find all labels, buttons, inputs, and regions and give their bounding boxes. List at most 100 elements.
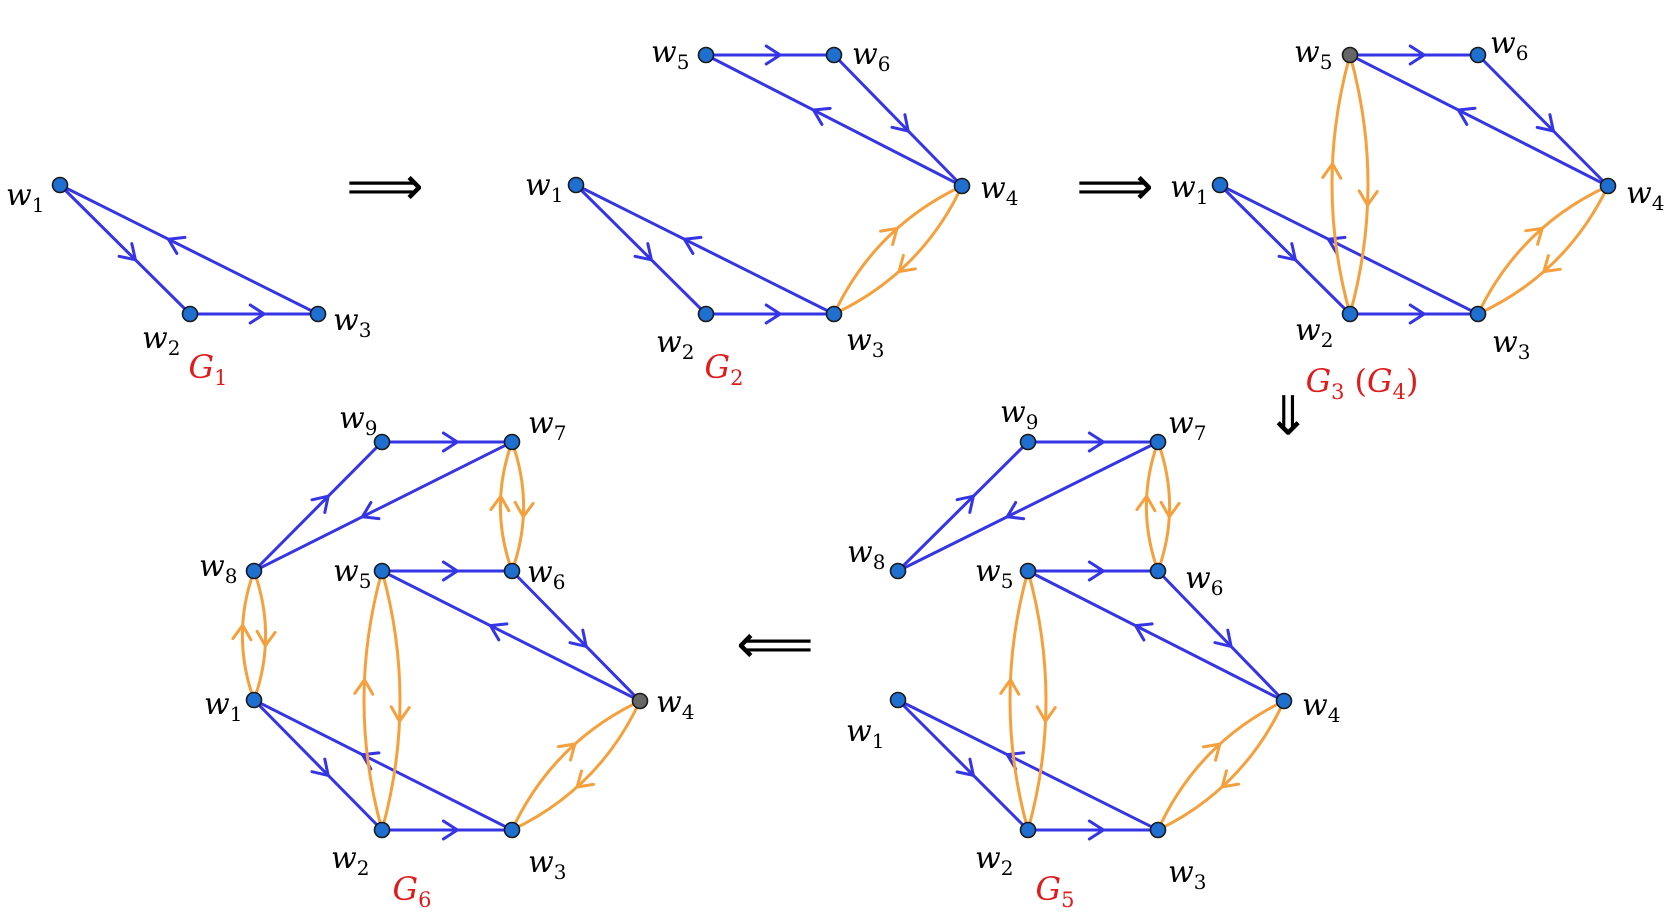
edge-w5-w6-arrow bbox=[1087, 560, 1105, 582]
edge-w7-w6-arrow bbox=[513, 500, 535, 519]
edge-w3-w1-arrow bbox=[166, 235, 187, 255]
node-w3 bbox=[309, 305, 327, 323]
edge-w2-w5 bbox=[1330, 54, 1352, 315]
edge-w2-w5-arrow bbox=[1321, 162, 1343, 180]
edge-w4-w3 bbox=[833, 185, 964, 316]
edge-w6-w7-arrow bbox=[1135, 494, 1157, 513]
transition-arrow-2: ⟹ bbox=[1076, 155, 1153, 218]
graph-title-g5: G5 bbox=[1036, 870, 1075, 912]
node-label-w2: w2 bbox=[142, 321, 180, 360]
node-w1 bbox=[51, 176, 69, 194]
edge-w4-w3 bbox=[1477, 185, 1610, 316]
node-w4 bbox=[1275, 692, 1293, 710]
edge-w1-w2 bbox=[896, 698, 1030, 832]
edge-w5-w2 bbox=[1348, 54, 1370, 315]
edge-w5-w2 bbox=[380, 570, 402, 831]
edge-w3-w4-arrow bbox=[879, 227, 899, 247]
edge-w7-w8 bbox=[897, 440, 1159, 573]
edge-w2-w5 bbox=[362, 570, 384, 831]
edge-w3-w1 bbox=[253, 698, 513, 832]
graph-title-g2: G2 bbox=[705, 348, 744, 390]
node-label-w9: w9 bbox=[1000, 395, 1038, 434]
edge-w8-w9-arrow bbox=[310, 494, 330, 514]
edge-w3-w1-arrow bbox=[1326, 235, 1347, 255]
edge-w6-w4-arrow bbox=[1535, 113, 1555, 133]
edge-w3-w4 bbox=[1476, 184, 1609, 315]
edge-w8-w1 bbox=[252, 570, 268, 701]
edge-w3-w4 bbox=[1156, 699, 1285, 831]
node-w5 bbox=[697, 46, 715, 64]
edge-w3-w1-arrow bbox=[682, 235, 703, 255]
edge-w1-w2 bbox=[574, 183, 708, 316]
node-w2 bbox=[1341, 305, 1359, 323]
node-w2 bbox=[697, 305, 715, 323]
edge-w6-w4 bbox=[510, 569, 642, 703]
graph-title-g1: G1 bbox=[189, 348, 228, 390]
node-label-w7: w7 bbox=[1168, 406, 1206, 445]
node-label-w1: w1 bbox=[1170, 170, 1208, 209]
node-label-w3: w3 bbox=[528, 845, 566, 884]
node-w6 bbox=[503, 562, 521, 580]
edge-w5-w2-arrow bbox=[1035, 705, 1057, 723]
node-w1 bbox=[1211, 176, 1229, 194]
transition-arrow-1: ⟹ bbox=[346, 155, 423, 218]
edge-w6-w4 bbox=[1156, 569, 1286, 703]
node-label-w8: w8 bbox=[199, 549, 237, 588]
edge-w3-w4-arrow bbox=[1201, 742, 1222, 762]
graph-title-g6: G6 bbox=[393, 870, 432, 912]
node-w1 bbox=[889, 691, 907, 709]
node-w6 bbox=[825, 46, 843, 64]
edge-w7-w8-arrow bbox=[360, 501, 381, 521]
node-w6 bbox=[1149, 562, 1167, 580]
edge-w2-w5-arrow bbox=[353, 678, 375, 696]
node-w9 bbox=[373, 433, 391, 451]
edge-w2-w3-arrow bbox=[248, 303, 266, 325]
edge-w5-w2 bbox=[1026, 570, 1048, 831]
node-w2 bbox=[373, 821, 391, 839]
edge-w7-w6 bbox=[510, 441, 526, 572]
node-label-w1: w1 bbox=[6, 178, 44, 217]
edge-w1-w2-arrow bbox=[1277, 242, 1297, 262]
node-w4 bbox=[953, 177, 971, 195]
edge-w5-w6-arrow bbox=[441, 560, 459, 582]
edge-w2-w3-arrow bbox=[1408, 303, 1426, 325]
edge-w6-w4-arrow bbox=[1213, 628, 1233, 648]
edge-w1-w2 bbox=[252, 698, 384, 832]
edge-w1-w2-arrow bbox=[633, 242, 653, 262]
node-label-w6: w6 bbox=[527, 555, 565, 594]
node-w5 bbox=[1341, 46, 1359, 64]
node-w3 bbox=[503, 821, 521, 839]
node-label-w6: w6 bbox=[1490, 26, 1528, 65]
edge-w7-w6 bbox=[1156, 441, 1172, 572]
edge-w6-w7-arrow bbox=[489, 494, 511, 513]
node-w2 bbox=[1019, 821, 1037, 839]
edge-w6-w7 bbox=[1144, 441, 1160, 572]
node-label-w7: w7 bbox=[528, 406, 566, 445]
edge-w2-w5 bbox=[1008, 570, 1030, 831]
node-label-w5: w5 bbox=[975, 554, 1013, 593]
edge-w6-w7 bbox=[498, 441, 514, 572]
edge-w6-w4 bbox=[832, 53, 964, 188]
edge-w9-w7-arrow bbox=[441, 431, 459, 453]
edge-w4-w5-arrow bbox=[1134, 622, 1154, 642]
node-w5 bbox=[1019, 562, 1037, 580]
edge-w8-w9 bbox=[252, 440, 384, 573]
edge-w8-w1-arrow bbox=[255, 629, 277, 648]
edge-w1-w2 bbox=[58, 183, 192, 316]
transition-arrow-3: ⇓ bbox=[1265, 385, 1310, 448]
edge-w4-w3-arrow bbox=[575, 769, 595, 789]
edge-w4-w5 bbox=[381, 569, 641, 703]
node-label-w4: w4 bbox=[1626, 176, 1664, 215]
node-w4 bbox=[631, 692, 649, 710]
node-w3 bbox=[825, 305, 843, 323]
edge-w1-w2-arrow bbox=[310, 757, 330, 777]
edge-w7-w6-arrow bbox=[1159, 500, 1181, 519]
edge-w4-w5 bbox=[1027, 569, 1285, 703]
node-label-w1: w1 bbox=[525, 168, 563, 207]
node-label-w3: w3 bbox=[1492, 325, 1530, 364]
edge-w1-w2-arrow bbox=[117, 242, 137, 262]
